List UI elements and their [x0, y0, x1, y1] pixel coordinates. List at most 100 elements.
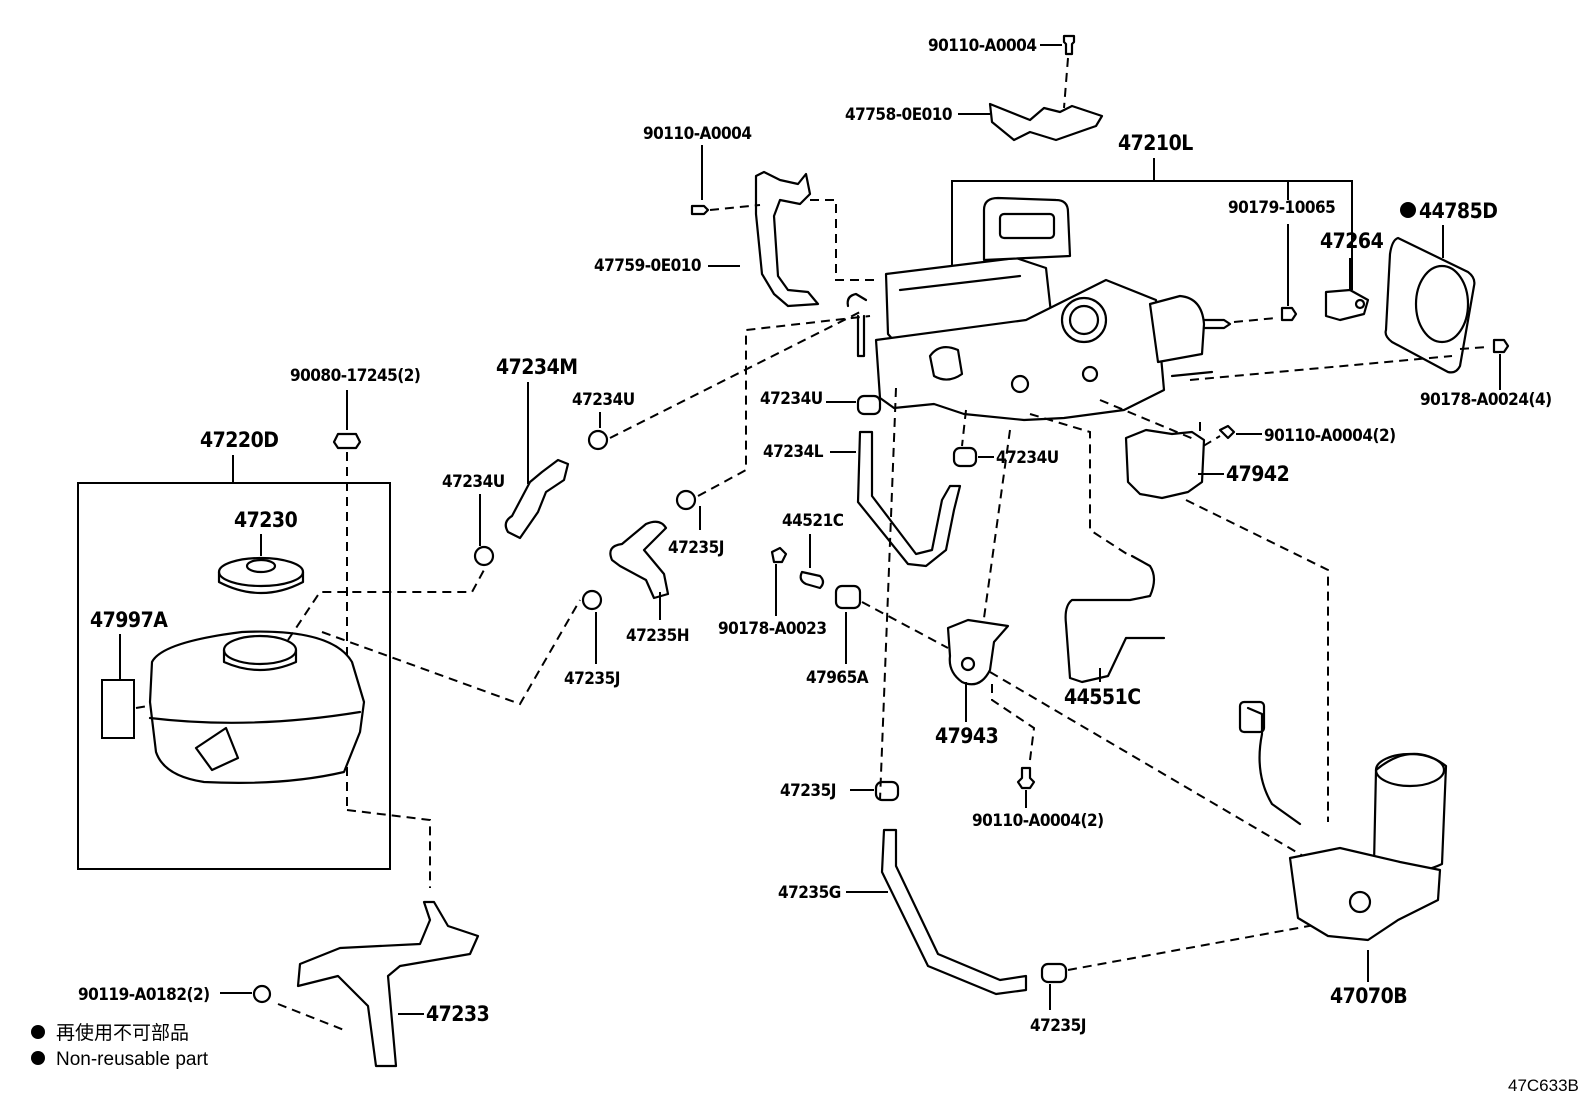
part-47234M[interactable]: 47234M: [496, 355, 578, 540]
legend: 再使用不可部品 Non-reusable part: [31, 1022, 209, 1070]
label-44785D[interactable]: 44785D: [1419, 199, 1498, 223]
bracket-icon: [946, 618, 1010, 686]
part-47235G[interactable]: 47235G: [778, 828, 1028, 996]
part-47965A[interactable]: 47965A: [806, 584, 949, 688]
clamp-icon: [952, 446, 978, 468]
legend-english-text: Non-reusable part: [56, 1049, 209, 1070]
label-44521C[interactable]: 44521C: [782, 511, 844, 531]
clamp-icon: [1040, 962, 1068, 984]
label-47233[interactable]: 47233: [426, 1002, 490, 1026]
part-47233[interactable]: 47233: [296, 900, 490, 1068]
part-47070B[interactable]: 47070B: [1238, 700, 1448, 1008]
part-47235J-b[interactable]: 47235J: [564, 589, 620, 689]
part-47235J-d[interactable]: 47235J: [1030, 923, 1321, 1036]
nut-icon: [770, 546, 788, 564]
bolt-icon: [252, 984, 272, 1004]
label-47942[interactable]: 47942: [1226, 462, 1290, 486]
part-47234L[interactable]: 47234L: [763, 387, 962, 801]
label-47234U[interactable]: 47234U: [760, 389, 823, 409]
part-47943[interactable]: 47943: [935, 429, 1345, 881]
part-90110-A0004-2-a[interactable]: 90110-A0004(2): [1199, 422, 1396, 450]
label-47234U[interactable]: 47234U: [442, 472, 505, 492]
label-47230[interactable]: 47230: [234, 508, 298, 532]
label-47997A[interactable]: 47997A: [90, 608, 169, 632]
part-90179-10065[interactable]: 90179-10065: [1228, 198, 1336, 322]
label-47070B[interactable]: 47070B: [1330, 984, 1408, 1008]
label-90119-A0182-2[interactable]: 90119-A0182(2): [78, 985, 210, 1005]
part-47234U-d[interactable]: 47234U: [952, 409, 1059, 468]
label-47759-0E010[interactable]: 47759-0E010: [594, 256, 702, 276]
part-47210L[interactable]: 47210L: [951, 131, 1353, 290]
nut-icon: [332, 432, 362, 450]
label-47235H[interactable]: 47235H: [626, 626, 690, 646]
part-90110-A0004-left[interactable]: 90110-A0004: [643, 124, 761, 216]
label-47235J[interactable]: 47235J: [668, 538, 724, 558]
part-47230[interactable]: 47230: [217, 508, 305, 595]
part-47234U-a[interactable]: 47234U: [572, 311, 861, 451]
part-47234U-b[interactable]: 47234U: [442, 472, 505, 567]
hose-icon: [609, 520, 670, 600]
label-47234U[interactable]: 47234U: [572, 390, 635, 410]
part-90080-17245[interactable]: 90080-17245(2): [290, 366, 421, 810]
bracket-icon: [296, 900, 480, 1068]
label-90110-A0004-2[interactable]: 90110-A0004(2): [1264, 426, 1396, 446]
part-47234U-c[interactable]: 47234U: [760, 389, 882, 416]
clamp-icon: [581, 589, 603, 611]
illustration-code: 47C633B: [1508, 1076, 1579, 1095]
non-reusable-marker-icon: [1400, 202, 1416, 218]
label-47235J[interactable]: 47235J: [780, 781, 836, 801]
label-90178-A0023[interactable]: 90178-A0023: [718, 619, 827, 639]
part-90178-A0023[interactable]: 90178-A0023: [718, 546, 827, 639]
clamp-icon: [587, 429, 609, 451]
bracket-icon: [988, 102, 1104, 142]
part-90110-A0004-top[interactable]: 90110-A0004: [928, 34, 1076, 109]
label-90110-A0004-left[interactable]: 90110-A0004: [643, 124, 752, 144]
gasket-icon: [1384, 236, 1476, 374]
label-90179-10065[interactable]: 90179-10065: [1228, 198, 1336, 218]
part-90119-A0182[interactable]: 90119-A0182(2): [78, 984, 345, 1031]
label-47235J[interactable]: 47235J: [564, 669, 620, 689]
bolt-icon: [1016, 766, 1036, 790]
part-47759-0E010[interactable]: 47759-0E010: [594, 170, 880, 308]
part-47758-0E010[interactable]: 47758-0E010: [845, 102, 1104, 142]
part-47942[interactable]: 47942: [1099, 399, 1329, 822]
damper-icon: [834, 584, 862, 610]
label-47758-0E010[interactable]: 47758-0E010: [845, 105, 953, 125]
label-47234U[interactable]: 47234U: [996, 448, 1059, 468]
label-90110-A0004-top[interactable]: 90110-A0004: [928, 36, 1037, 56]
label-44551C[interactable]: 44551C: [1064, 685, 1141, 709]
label-90110-A0004-2[interactable]: 90110-A0004(2): [972, 811, 1104, 831]
hose-icon: [880, 828, 1028, 996]
part-47220D[interactable]: 47220D: [77, 428, 391, 870]
part-44551C[interactable]: 44551C: [1029, 413, 1166, 709]
part-47264[interactable]: 47264: [1320, 229, 1384, 322]
bracket-icon: [754, 170, 820, 308]
label-90080-17245-2[interactable]: 90080-17245(2): [290, 366, 421, 386]
part-47235H[interactable]: 47235H: [609, 520, 690, 646]
nut-icon: [1492, 338, 1510, 354]
hose-icon: [856, 430, 962, 568]
bolt-icon: [690, 204, 710, 216]
label-47220D[interactable]: 47220D: [200, 428, 279, 452]
label-47234M[interactable]: 47234M: [496, 355, 578, 379]
bracket-icon: [1124, 428, 1206, 500]
label-90178-A0024-4[interactable]: 90178-A0024(4): [1420, 390, 1552, 410]
part-47235J-a[interactable]: 47235J: [668, 315, 871, 558]
part-44785D[interactable]: 44785D: [1384, 199, 1498, 374]
part-47997A[interactable]: 47997A: [90, 608, 185, 739]
part-90110-A0004-2-b[interactable]: 90110-A0004(2): [972, 766, 1104, 831]
label-47234L[interactable]: 47234L: [763, 442, 824, 462]
part-90178-A0024[interactable]: 90178-A0024(4): [1189, 338, 1552, 410]
reservoir-group-box: [77, 482, 391, 870]
label-47965A[interactable]: 47965A: [806, 668, 869, 688]
part-44521C[interactable]: 44521C: [782, 511, 844, 590]
label-47235G[interactable]: 47235G: [778, 883, 841, 903]
label-47210L[interactable]: 47210L: [1118, 131, 1194, 155]
bolt-icon: [1218, 424, 1236, 440]
part-47235J-c[interactable]: 47235J: [780, 780, 900, 802]
label-47264[interactable]: 47264: [1320, 229, 1384, 253]
label-47235J[interactable]: 47235J: [1030, 1016, 1086, 1036]
brake-actuator-body: [846, 196, 1277, 422]
reservoir-tank: [148, 630, 366, 784]
label-47943[interactable]: 47943: [935, 724, 999, 748]
